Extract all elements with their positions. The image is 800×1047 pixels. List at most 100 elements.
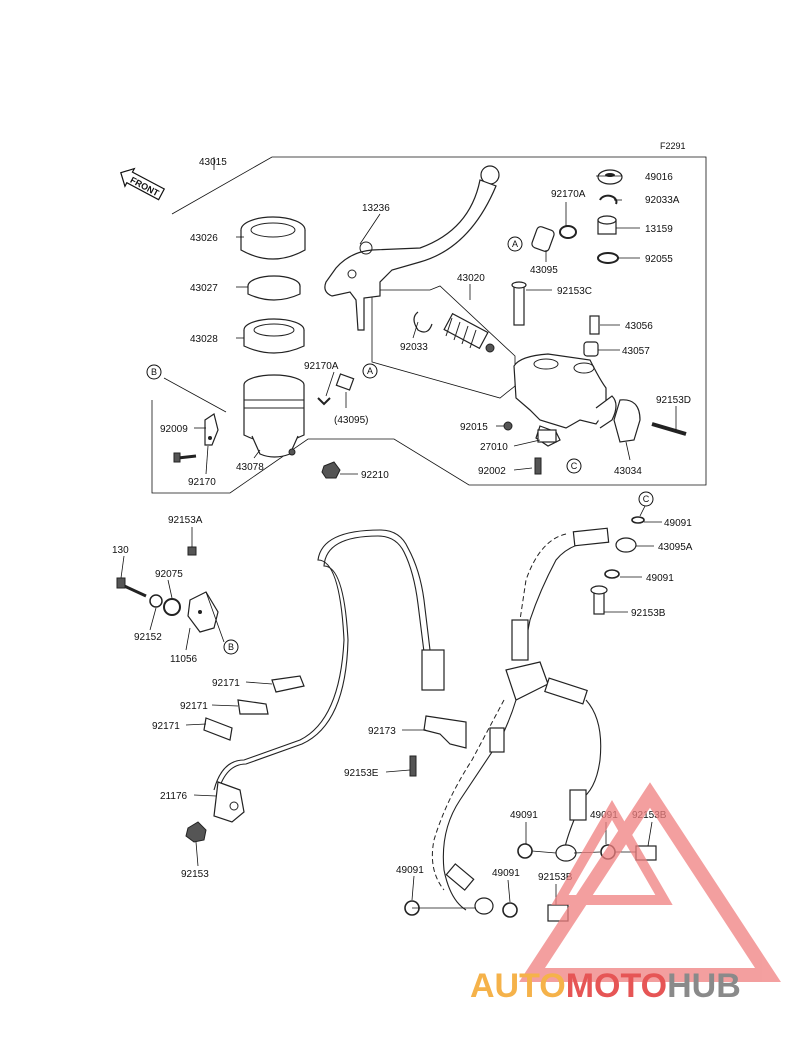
part-label: 13159 [645,224,673,235]
part-label: 92153B [538,872,573,883]
part-label: 92015 [460,422,488,433]
bracket-screw-92153a [187,546,197,556]
banjo-right [555,844,577,862]
brake-lever [324,165,500,331]
nut-92015 [503,421,513,431]
svg-text:C: C [643,494,650,504]
part-label: 92173 [368,726,396,737]
bolt-92153 [185,821,207,843]
part-labels: 43015 43026 43027 43028 13236 43020 9203… [112,157,693,883]
clamp-92171-c [203,717,233,741]
svg-text:B: B [151,367,157,377]
part-label: 21176 [160,791,188,802]
svg-text:A: A [512,239,518,249]
part-label: 43027 [190,283,218,294]
part-label: 43020 [457,273,485,284]
bleeder-cap-43057 [583,341,599,357]
part-label: 43034 [614,466,642,477]
piston-kit [413,311,495,353]
circlip-92170a-top [559,225,577,239]
switch-27010 [537,429,557,443]
part-label: 92210 [361,470,389,481]
brake-hose-splitter [505,619,602,801]
callout-c-top: C [566,458,582,474]
reservoir-bracket [204,413,219,446]
washer-49091-left-b [502,902,518,918]
part-label: 43078 [236,462,264,473]
bracket-92173 [423,715,467,749]
callout-a-upper: A [507,236,523,252]
part-label: 43095 [530,265,558,276]
watermark-text: AUTOMOTOHUB [470,967,741,1005]
part-label: 49091 [510,810,538,821]
bolt-92153b-top [590,585,608,615]
part-label: 92153A [168,515,203,526]
part-label: 92033A [645,195,680,206]
svg-text:B: B [228,642,234,652]
hose-clamp-92210 [321,461,341,479]
part-label: 43028 [190,334,218,345]
clamp-43034 [613,399,641,443]
washer-49091-mid [604,569,620,579]
part-label: 92171 [180,701,208,712]
part-label: 92171 [212,678,240,689]
part-label: 92033 [400,342,428,353]
abs-sensor-cable [213,529,431,793]
cap-49016 [597,169,623,185]
part-label: 49091 [664,518,692,529]
part-label: 49091 [492,868,520,879]
callout-c-lower: C [638,491,654,507]
master-cylinder-body [513,353,617,447]
figure-code: F2291 [660,141,686,151]
watermark-logo [519,782,781,982]
bracket-screw [173,452,197,463]
brake-hose-right [563,789,587,853]
reservoir-diaphragm-plate [247,275,301,301]
brake-hose-upper [519,527,610,661]
part-label: 92153 [181,869,209,880]
part-label: 92055 [645,254,673,265]
part-label: 92153B [631,608,666,619]
callout-a-lower: A [362,363,378,379]
part-label: 92153E [344,768,379,779]
part-label: 49091 [646,573,674,584]
part-label: 92153D [656,395,691,406]
part-label: 49016 [645,172,673,183]
svg-text:C: C [571,461,578,471]
part-label: 92153B [632,810,667,821]
washer-92152 [149,594,163,608]
part-label: 27010 [480,442,508,453]
bleeder-43056 [589,315,600,335]
svg-text:A: A [367,366,373,376]
part-label: 92170A [304,361,339,372]
bolt-130 [116,577,147,598]
part-label: 92009 [160,424,188,435]
part-label: 92002 [478,466,506,477]
banjo-43095a [615,537,637,553]
part-label: 92170A [551,189,586,200]
piston-kit-outline [371,285,516,399]
reservoir-cap [240,216,306,260]
part-label: 43057 [622,346,650,357]
front-arrow-icon: FRONT [120,167,166,201]
washer-49091-right-a [517,843,533,859]
brake-hose-left [431,699,517,911]
oring-92055 [597,252,619,264]
part-label: 11056 [170,654,198,665]
part-label: 43056 [625,321,653,332]
part-label: 92171 [152,721,180,732]
circlip-92033a [599,194,618,205]
bolt-92153d [651,422,687,436]
adjuster-13159 [597,215,617,235]
part-label: 49091 [396,865,424,876]
clamp-92171-a [271,675,305,693]
part-label: 130 [112,545,129,556]
washer-92075 [163,598,181,616]
banjo-left [445,863,494,915]
pivot-sleeve-43095-left [335,373,355,391]
pivot-bolt-43095 [531,226,555,252]
reservoir-diaphragm [243,318,305,354]
master-cylinder-assembly-outline [151,156,707,494]
banjo-bolt-92153c [511,281,527,326]
part-label: 92153C [557,286,592,297]
